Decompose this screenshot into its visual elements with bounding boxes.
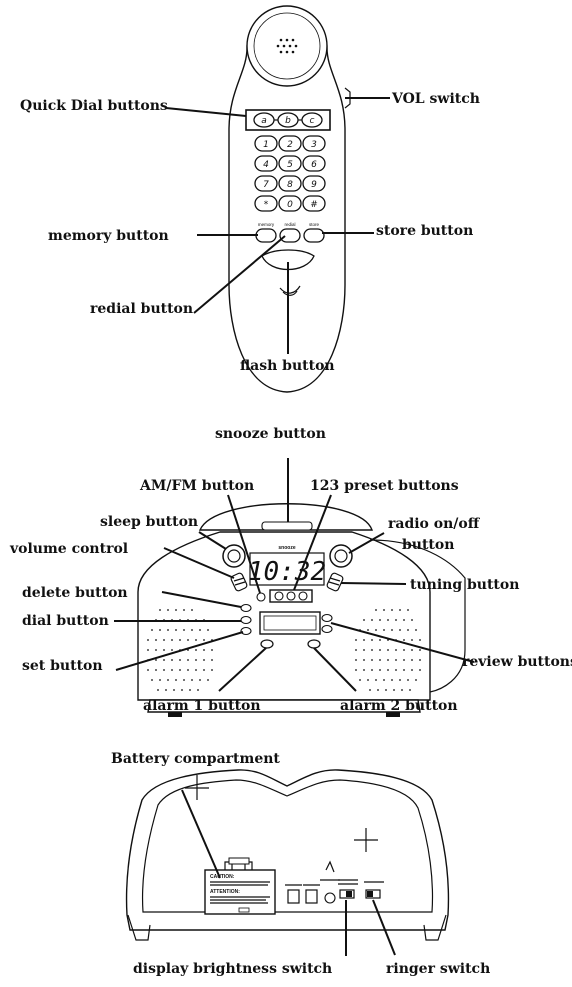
label-alarm-1-button: alarm 1 button (143, 698, 261, 714)
svg-text:4: 4 (263, 160, 269, 170)
label-snooze-button: snooze button (215, 426, 326, 442)
svg-text:1: 1 (263, 140, 269, 150)
clock-display (249, 552, 325, 586)
svg-text:8: 8 (287, 180, 293, 190)
quick-dial-box (245, 109, 331, 131)
key-hash-button[interactable]: # (302, 195, 326, 212)
label-alarm-2-button: alarm 2 button (340, 698, 458, 714)
key-3-button[interactable]: 3 (302, 135, 326, 152)
svg-text:9: 9 (311, 180, 317, 190)
label-flash-button: flash button (240, 358, 335, 374)
preset-3-button[interactable] (298, 591, 308, 601)
svg-text:6: 6 (311, 160, 317, 170)
label-redial-button: redial button (90, 301, 193, 317)
delete-button[interactable] (240, 603, 252, 613)
battery-compartment[interactable] (204, 869, 276, 915)
phone-jack[interactable] (305, 889, 318, 904)
key-7-button[interactable]: 7 (254, 175, 278, 192)
review-down-button[interactable] (321, 624, 333, 634)
handset: a b c 1 2 3 4 5 6 7 8 9 * 0 # memory (228, 5, 351, 393)
label-memory-button: memory button (48, 228, 169, 244)
label-radio-on-off-2: button (402, 537, 454, 553)
radio-on-off-button[interactable] (329, 544, 353, 568)
key-9-button[interactable]: 9 (302, 175, 326, 192)
label-sleep-button: sleep button (100, 514, 198, 530)
svg-text:2: 2 (287, 140, 293, 150)
svg-text:3: 3 (311, 140, 317, 150)
label-review-buttons: review buttons (462, 654, 572, 670)
svg-text:#: # (310, 200, 318, 210)
store-key-label: store (309, 222, 320, 227)
caution-title: CAUTION: (210, 874, 235, 880)
key-1-button[interactable]: 1 (254, 135, 278, 152)
label-quick-dial: Quick Dial buttons (20, 98, 168, 114)
label-display-brightness-switch: display brightness switch (133, 961, 332, 977)
svg-text:c: c (310, 116, 315, 126)
set-button[interactable] (240, 626, 252, 636)
screw-mark-left (185, 775, 209, 800)
label-preset-buttons: 123 preset buttons (310, 478, 459, 494)
label-volume-control: volume control (9, 541, 128, 557)
label-radio-on-off-1: radio on/off (388, 516, 481, 532)
am-fm-button[interactable] (256, 592, 266, 602)
line-jack[interactable] (287, 889, 300, 904)
dial-button[interactable] (240, 615, 252, 625)
quick-dial-c-button[interactable]: c (301, 112, 323, 128)
flash-key[interactable] (261, 249, 315, 270)
snooze-top-text: snooze (278, 545, 295, 551)
clock-time: 10:32 (248, 557, 326, 587)
label-am-fm-button: AM/FM button (139, 478, 254, 494)
quick-dial-a-button[interactable]: a (253, 112, 275, 128)
base-back-view: CAUTION: ATTENTION: (125, 769, 450, 941)
key-star-button[interactable]: * (254, 195, 278, 212)
label-set-button: set button (22, 658, 103, 674)
key-8-button[interactable]: 8 (278, 175, 302, 192)
keypad: 1 2 3 4 5 6 7 8 9 * 0 # (254, 135, 326, 212)
label-vol-switch: VOL switch (391, 91, 480, 107)
key-5-button[interactable]: 5 (278, 155, 302, 172)
svg-text:a: a (261, 116, 267, 126)
power-jack[interactable] (324, 892, 336, 904)
label-battery-compartment: Battery compartment (111, 751, 280, 767)
phone-display (259, 611, 321, 635)
memory-key[interactable] (255, 228, 277, 243)
earpiece (246, 5, 328, 87)
tuning-button[interactable] (326, 572, 344, 592)
speaker-right (355, 609, 421, 691)
screw-mark-right (354, 828, 378, 852)
attention-title: ATTENTION: (210, 889, 240, 895)
label-delete-button: delete button (22, 585, 128, 601)
label-tuning-button: tuning button (410, 577, 519, 593)
key-2-button[interactable]: 2 (278, 135, 302, 152)
preset-1-button[interactable] (274, 591, 284, 601)
sleep-button[interactable] (222, 544, 246, 568)
memory-key-label: memory (258, 222, 275, 227)
svg-text:5: 5 (287, 160, 293, 170)
redial-key[interactable] (279, 228, 301, 243)
store-key[interactable] (303, 228, 325, 243)
preset-buttons-box (269, 589, 313, 603)
svg-text:7: 7 (263, 180, 269, 190)
snooze-bar[interactable] (261, 521, 313, 531)
key-0-button[interactable]: 0 (278, 195, 302, 212)
review-up-button[interactable] (321, 613, 333, 623)
svg-text:0: 0 (287, 200, 293, 210)
preset-2-button[interactable] (286, 591, 296, 601)
earpiece-holes-icon (276, 38, 298, 54)
svg-text:*: * (264, 200, 269, 210)
clock-radio: snooze 10:32 (137, 503, 466, 717)
label-store-button: store button (376, 223, 473, 239)
label-dial-button: dial button (22, 613, 109, 629)
svg-text:b: b (285, 116, 291, 126)
redial-key-label: redial (284, 222, 295, 227)
alarm-1-button[interactable] (260, 639, 274, 649)
key-4-button[interactable]: 4 (254, 155, 278, 172)
quick-dial-b-button[interactable]: b (277, 112, 299, 128)
volume-control[interactable] (230, 572, 248, 592)
alarm-2-button[interactable] (307, 639, 321, 649)
key-6-button[interactable]: 6 (302, 155, 326, 172)
label-ringer-switch: ringer switch (386, 961, 490, 977)
